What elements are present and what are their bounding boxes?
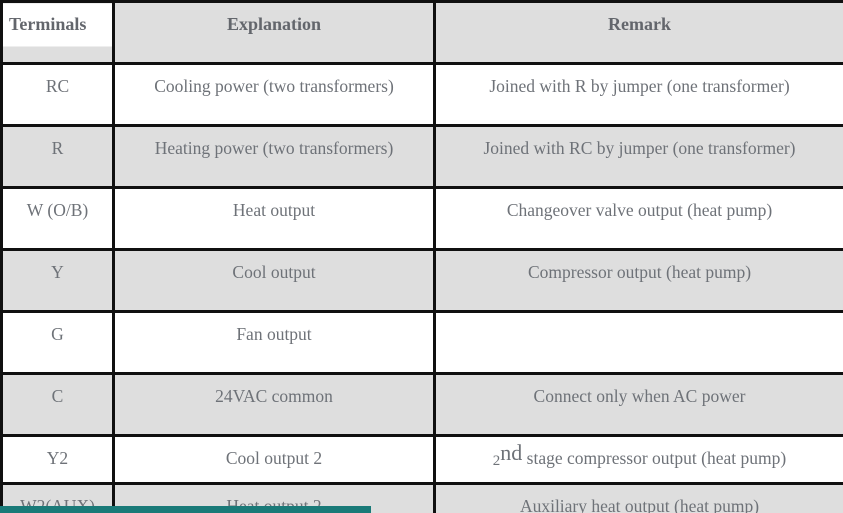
column-header-explanation: Explanation [112, 0, 436, 65]
terminal-cell: C [0, 372, 115, 437]
remark-cell: Changeover valve output (heat pump) [433, 186, 843, 251]
terminal-cell: R [0, 124, 115, 189]
column-header-remark: Remark [433, 0, 843, 65]
terminal-cell: RC [0, 62, 115, 127]
explanation-cell: 24VAC common [112, 372, 436, 437]
remark-cell [433, 310, 843, 375]
horizontal-scrollbar-thumb[interactable] [0, 506, 371, 513]
remark-cell: Connect only when AC power [433, 372, 843, 437]
column-header-terminals: Terminals [0, 0, 115, 65]
terminal-cell: Y [0, 248, 115, 313]
terminal-cell: W (O/B) [0, 186, 115, 251]
remark-cell: Compressor output (heat pump) [433, 248, 843, 313]
remark-ordinal-base: 2 [492, 453, 501, 469]
explanation-cell: Heat output [112, 186, 436, 251]
remark-text: stage compressor output (heat pump) [522, 448, 787, 468]
explanation-cell: Cool output [112, 248, 436, 313]
header-row: Terminals Explanation Remark [0, 0, 843, 65]
terminal-cell: G [0, 310, 115, 375]
explanation-cell: Cooling power (two transformers) [112, 62, 436, 127]
remark-cell: 2nd stage compressor output (heat pump) [433, 434, 843, 485]
remark-cell: Joined with RC by jumper (one transforme… [433, 124, 843, 189]
remark-cell: Auxiliary heat output (heat pump) [433, 482, 843, 513]
explanation-cell: Heating power (two transformers) [112, 124, 436, 189]
remark-ordinal-suffix: nd [500, 440, 523, 465]
explanation-cell: Cool output 2 [112, 434, 436, 485]
remark-cell: Joined with R by jumper (one transformer… [433, 62, 843, 127]
explanation-cell: Fan output [112, 310, 436, 375]
terminal-cell: Y2 [0, 434, 115, 485]
